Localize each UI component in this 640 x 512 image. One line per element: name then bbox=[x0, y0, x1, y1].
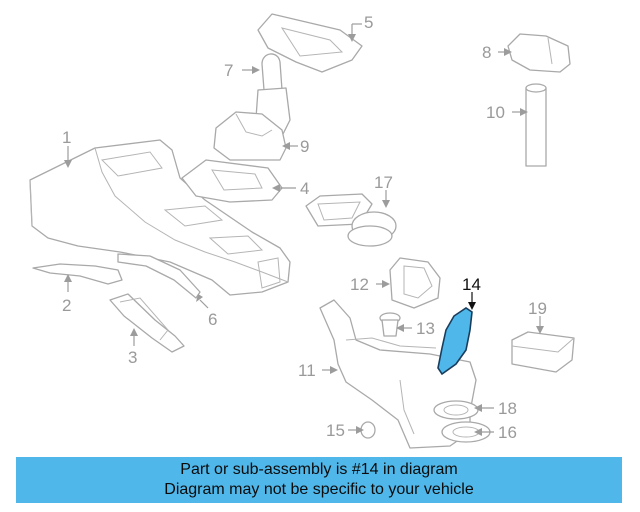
callout-19: 19 bbox=[528, 299, 547, 318]
part-14-highlighted bbox=[437, 307, 473, 376]
callout-1: 1 bbox=[62, 128, 71, 147]
part-18-cup-ring bbox=[433, 400, 479, 420]
parts-diagram: 1 2 3 4 5 6 7 8 9 10 11 12 13 14 15 16 1… bbox=[29, 13, 575, 449]
part-8-knob-insert bbox=[507, 33, 571, 73]
part-4-shift-bezel bbox=[181, 159, 283, 203]
part-12-bracket bbox=[389, 257, 441, 309]
callout-9: 9 bbox=[300, 137, 309, 156]
callout-7: 7 bbox=[224, 61, 233, 80]
callout-17: 17 bbox=[374, 173, 393, 192]
callout-5: 5 bbox=[364, 13, 373, 32]
callout-18: 18 bbox=[498, 399, 517, 418]
callout-13: 13 bbox=[416, 319, 435, 338]
callout-14: 14 bbox=[462, 275, 481, 294]
part-10-rod bbox=[525, 83, 547, 167]
callout-8: 8 bbox=[482, 43, 491, 62]
part-2-side-trim bbox=[32, 263, 123, 285]
callout-11: 11 bbox=[298, 361, 316, 380]
callout-15: 15 bbox=[326, 421, 345, 440]
banner-line-2: Diagram may not be specific to your vehi… bbox=[164, 481, 474, 498]
part-13-clip bbox=[379, 312, 401, 337]
part-5-trim-panel bbox=[257, 13, 363, 73]
callout-16: 16 bbox=[498, 423, 517, 442]
info-banner: Part or sub-assembly is #14 in diagram D… bbox=[16, 457, 622, 503]
part-17-cup-holder bbox=[305, 193, 397, 247]
callout-2: 2 bbox=[62, 296, 71, 315]
part-19-ashtray bbox=[511, 331, 575, 373]
part-1-console-body bbox=[29, 139, 291, 296]
callout-numbers: 1 2 3 4 5 6 7 8 9 10 11 12 13 14 15 16 1… bbox=[62, 13, 547, 442]
part-3-bracket bbox=[109, 293, 185, 353]
callout-4: 4 bbox=[300, 179, 309, 198]
callout-10: 10 bbox=[486, 103, 505, 122]
callout-12: 12 bbox=[350, 275, 369, 294]
callout-6: 6 bbox=[208, 310, 217, 329]
banner-line-1: Part or sub-assembly is #14 in diagram bbox=[180, 461, 458, 478]
callout-3: 3 bbox=[128, 348, 137, 367]
part-6-side-strip bbox=[117, 253, 201, 299]
callout-leaders bbox=[64, 23, 544, 436]
part-9-shift-boot bbox=[213, 111, 287, 161]
